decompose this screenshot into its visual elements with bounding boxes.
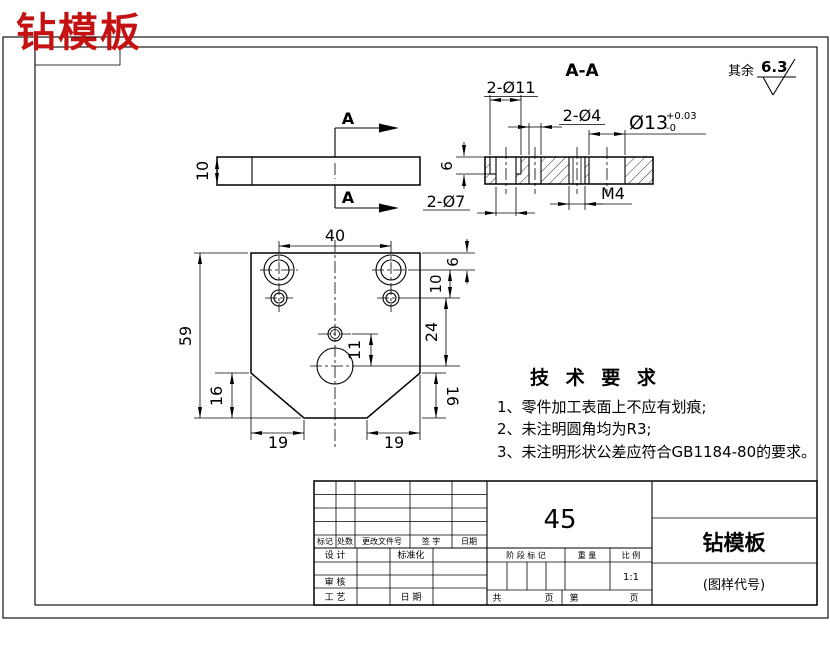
label-total: 共 [492,593,501,604]
label-mark: 标记 [317,536,333,546]
label-signature: 签 字 [422,536,441,546]
tech-req-title: 技 术 要 求 [530,366,661,389]
label-weight: 重 量 [578,550,597,560]
dim-tol-upper: +0.03 [666,111,697,122]
label-scale: 比 例 [622,550,641,560]
dim-chamfer-right: 16 [443,386,462,406]
part-name: 钻模板 [703,531,767,555]
tech-req-item-3: 3、未注明形状公差应符合GB1184-80的要求。 [497,443,816,461]
roughness-value: 6.3 [761,58,788,76]
front-view: 10 A A [193,109,421,213]
material-value: 45 [543,505,576,535]
label-process: 工 艺 [325,592,346,603]
label-standardize: 标准化 [397,549,424,561]
label-stage-mark: 阶 段 标 记 [506,550,546,560]
dim-thickness-10: 10 [193,161,212,181]
label-date2: 日 期 [401,592,422,603]
dim-height: 59 [176,326,195,346]
dim-row-gap: 10 [427,274,445,293]
section-arrow-bottom-icon [379,203,399,213]
tech-req-item-1: 1、零件加工表面上不应有划痕; [497,398,707,416]
section-view: A-A 2-Ø11 [423,61,706,216]
label-page-no: 第 [569,592,578,604]
roughness-symbol: 其余 6.3 [728,58,796,96]
dim-top-offset: 6 [444,257,462,267]
section-letter-top: A [342,109,355,128]
dim-chamfer-left: 16 [207,386,226,406]
section-letter-bottom: A [342,188,355,207]
tech-requirements: 技 术 要 求 1、零件加工表面上不应有划痕; 2、未注明圆角均为R3; 3、未… [497,366,816,461]
dim-hole-span: 40 [325,226,345,245]
scale-value: 1:1 [623,572,639,583]
drawing-code: (图样代号) [703,578,765,593]
check-icon [757,58,796,96]
label-sheet: 页 [544,593,553,604]
section-title: A-A [565,61,599,81]
dim-through: 2-Ø7 [427,192,466,211]
roughness-prefix: 其余 [728,63,754,79]
dim-counterbore: 2-Ø11 [487,78,536,97]
tech-req-item-2: 2、未注明圆角均为R3; [497,420,652,438]
label-date: 日期 [461,537,477,546]
label-count: 处数 [337,536,353,546]
plan-view: 40 59 16 19 19 16 6 10 [176,226,475,452]
section-arrow-top-icon [379,123,399,133]
dim-thread: M4 [601,184,625,203]
label-sheet2: 页 [629,593,638,604]
label-review: 审 核 [325,576,346,588]
dim-tol-lower: -0 [666,123,676,134]
title-block: 标记 处数 更改文件号 签 字 日期 设 计 标准化 审 核 工 艺 日 期 阶… [313,480,818,606]
dim-foot-right: 19 [384,433,404,452]
label-design: 设 计 [325,549,346,561]
dim-depth: 6 [438,161,456,171]
label-change-doc: 更改文件号 [362,536,402,546]
dim-big-hole: 24 [422,322,441,342]
dim-mid-gap: 11 [345,340,364,360]
dim-center-hole: Ø13 [629,112,668,134]
section-cut-line: A A [334,109,399,213]
corner-title: 钻模板 [16,9,142,56]
dim-small-holes: 2-Ø4 [563,106,602,125]
dim-foot-left: 19 [268,433,288,452]
